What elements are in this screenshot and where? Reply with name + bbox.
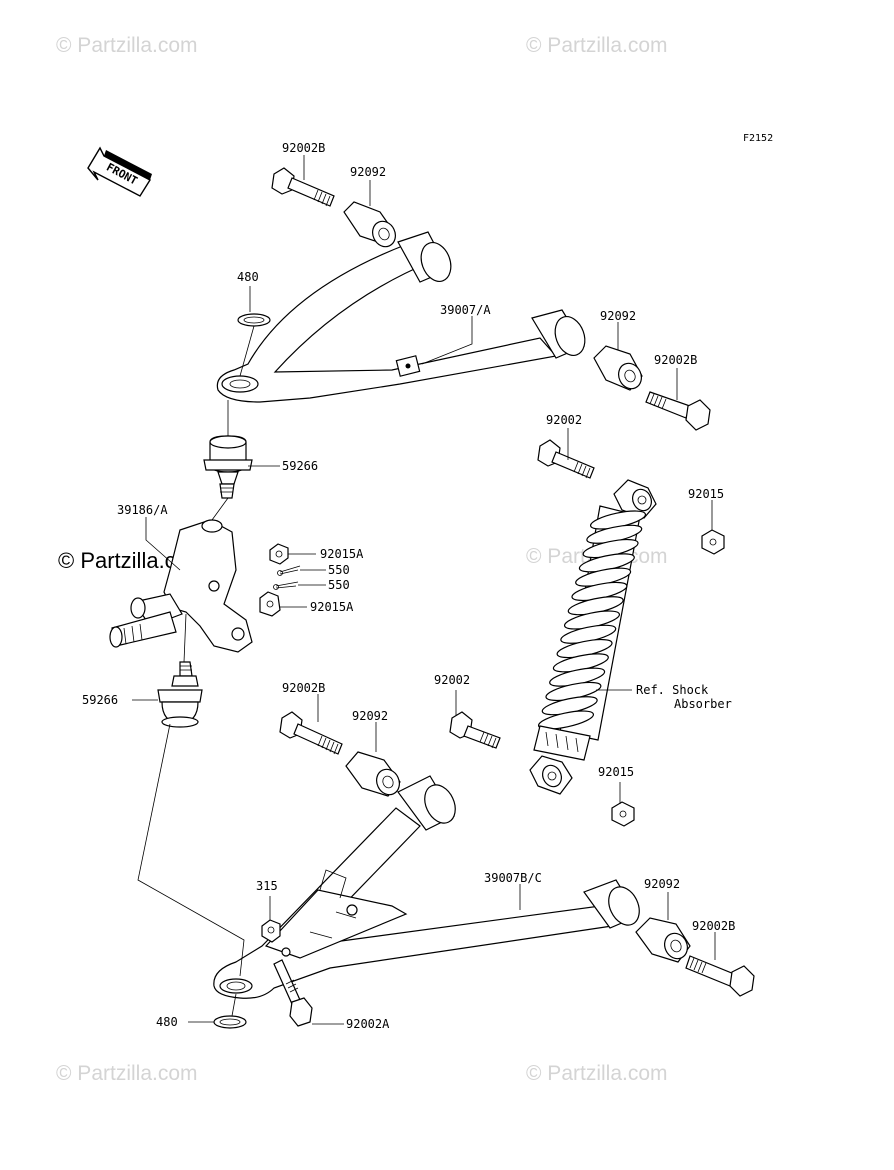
nut-315 xyxy=(261,919,281,943)
label-92002-lower: 92002 xyxy=(434,673,470,687)
lower-a-arm xyxy=(213,775,640,999)
svg-text:© Partzilla.com: © Partzilla.com xyxy=(526,1062,668,1085)
svg-text:© Partzilla.com: © Partzilla.com xyxy=(56,34,198,57)
label-92015A-a: 92015A xyxy=(320,547,364,561)
label-ref-shock: Ref. Shock xyxy=(636,683,709,697)
label-92092-mid: 92092 xyxy=(352,709,388,723)
spring-coil xyxy=(537,710,595,730)
ball-joint-59266-top xyxy=(203,435,253,499)
label-92092-top: 92092 xyxy=(350,165,386,179)
bushing-92092-lower xyxy=(635,917,691,963)
label-92002B-lower: 92002B xyxy=(692,919,735,933)
bolt-92002B-top xyxy=(271,167,335,207)
bolt-92002-lower xyxy=(449,711,501,749)
label-550-b: 550 xyxy=(328,578,350,592)
part-labels: 92002B 92092 480 39007/A 92092 92002B 92… xyxy=(82,141,735,1031)
label-92015-lower: 92015 xyxy=(598,765,634,779)
ball-joint-59266-bottom xyxy=(157,661,203,728)
bushing-92092-top xyxy=(343,201,396,248)
label-39007A: 39007/A xyxy=(440,303,491,317)
label-ref-absorber: Absorber xyxy=(674,697,732,711)
label-92015A-b: 92015A xyxy=(310,600,354,614)
label-39007BC: 39007B/C xyxy=(484,871,542,885)
bolt-92002B-mid xyxy=(279,711,343,755)
nut-92015-upper xyxy=(701,529,725,555)
label-59266-bottom: 59266 xyxy=(82,693,118,707)
nut-92015A-b xyxy=(259,591,281,617)
cotter-pin-550-b xyxy=(273,581,299,590)
bolt-92002A xyxy=(273,959,313,1027)
bolt-92002-upper xyxy=(537,439,595,479)
circlip-480-bottom xyxy=(213,1015,247,1029)
shock-absorber xyxy=(529,479,657,795)
figure-code: F2152 xyxy=(743,133,773,144)
bushing-92092-right xyxy=(593,345,643,391)
cotter-pin-550-a xyxy=(277,565,301,576)
label-39186A: 39186/A xyxy=(117,503,168,517)
label-59266-top: 59266 xyxy=(282,459,318,473)
bushing-92092-mid xyxy=(345,751,401,797)
label-550-a: 550 xyxy=(328,563,350,577)
label-315: 315 xyxy=(256,879,278,893)
bolt-92002B-right xyxy=(645,391,711,431)
label-92002B-mid: 92002B xyxy=(282,681,325,695)
label-92002A: 92002A xyxy=(346,1017,390,1031)
bolt-92002B-lower xyxy=(685,955,755,997)
watermark-bottom-right: © Partzilla.com xyxy=(526,1062,668,1085)
label-92002-upper: 92002 xyxy=(546,413,582,427)
nut-92015A-a xyxy=(269,543,289,565)
watermark-top-left: © Partzilla.com xyxy=(56,34,198,57)
leader-lines xyxy=(132,155,716,1025)
nut-92015-lower xyxy=(611,801,635,827)
circlip-480-top xyxy=(237,313,271,327)
svg-text:© Partzilla.com: © Partzilla.com xyxy=(526,34,668,57)
label-92092-lower: 92092 xyxy=(644,877,680,891)
label-480-top: 480 xyxy=(237,270,259,284)
front-arrow-icon: FRONT xyxy=(87,146,152,197)
upper-a-arm xyxy=(216,231,586,403)
label-480-bottom: 480 xyxy=(156,1015,178,1029)
watermark-top-right: © Partzilla.com xyxy=(526,34,668,57)
label-92092-right: 92092 xyxy=(600,309,636,323)
knuckle-39186A xyxy=(109,519,253,653)
label-92002B-right: 92002B xyxy=(654,353,697,367)
watermark-bottom-left: © Partzilla.com xyxy=(56,1062,198,1085)
label-92015-upper: 92015 xyxy=(688,487,724,501)
svg-text:© Partzilla.com: © Partzilla.com xyxy=(56,1062,198,1085)
label-92002B-top: 92002B xyxy=(282,141,325,155)
